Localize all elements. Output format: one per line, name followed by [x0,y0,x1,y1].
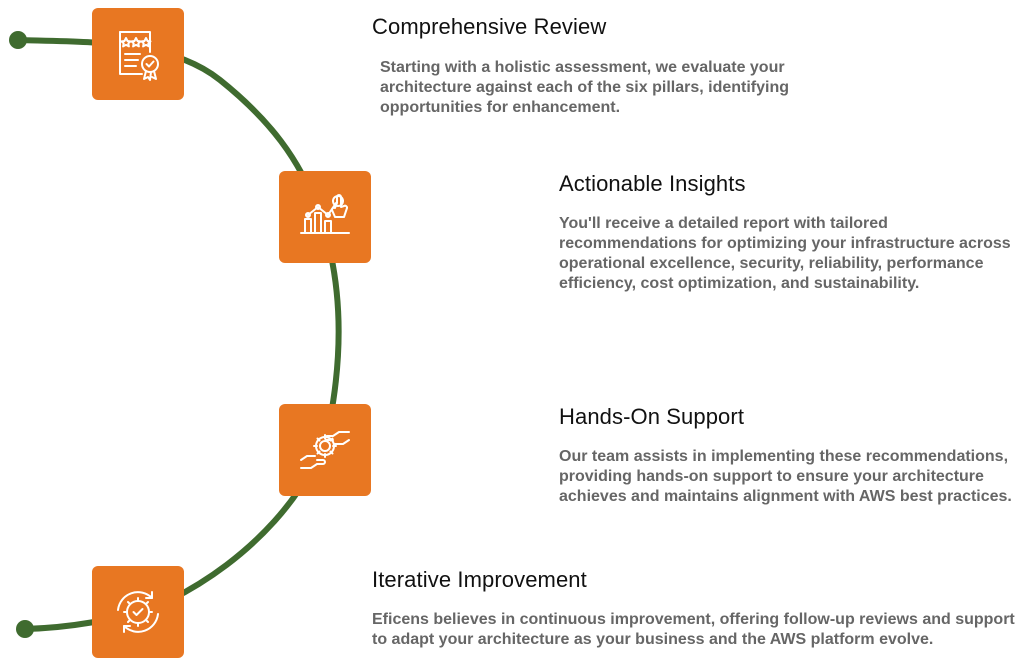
step-4-description: Eficens believes in continuous improveme… [372,611,1015,648]
gear-cycle-check-icon [117,591,159,633]
step-3-icon-box [279,404,371,496]
step-4-title: Iterative Improvement [372,567,587,592]
rated-document-checklist-icon [119,31,159,81]
step-3-description: Our team assists in implementing these r… [559,448,1012,505]
step-1-description: Starting with a holistic assessment, we … [380,59,789,116]
step-3-title: Hands-On Support [559,404,745,429]
timeline-start-dot [9,31,27,49]
step-4-icon-box [92,566,184,658]
timeline-end-dot [16,620,34,638]
step-2-icon-box [279,171,371,263]
step-1-title: Comprehensive Review [372,14,607,39]
step-1-icon-box [92,8,184,100]
step-2-title: Actionable Insights [559,171,746,196]
hands-gear-icon [300,431,350,469]
timeline-arc [15,37,342,632]
bar-chart-hand-pointer-icon [300,194,350,234]
step-2-description: You'll receive a detailed report with ta… [559,215,1011,292]
